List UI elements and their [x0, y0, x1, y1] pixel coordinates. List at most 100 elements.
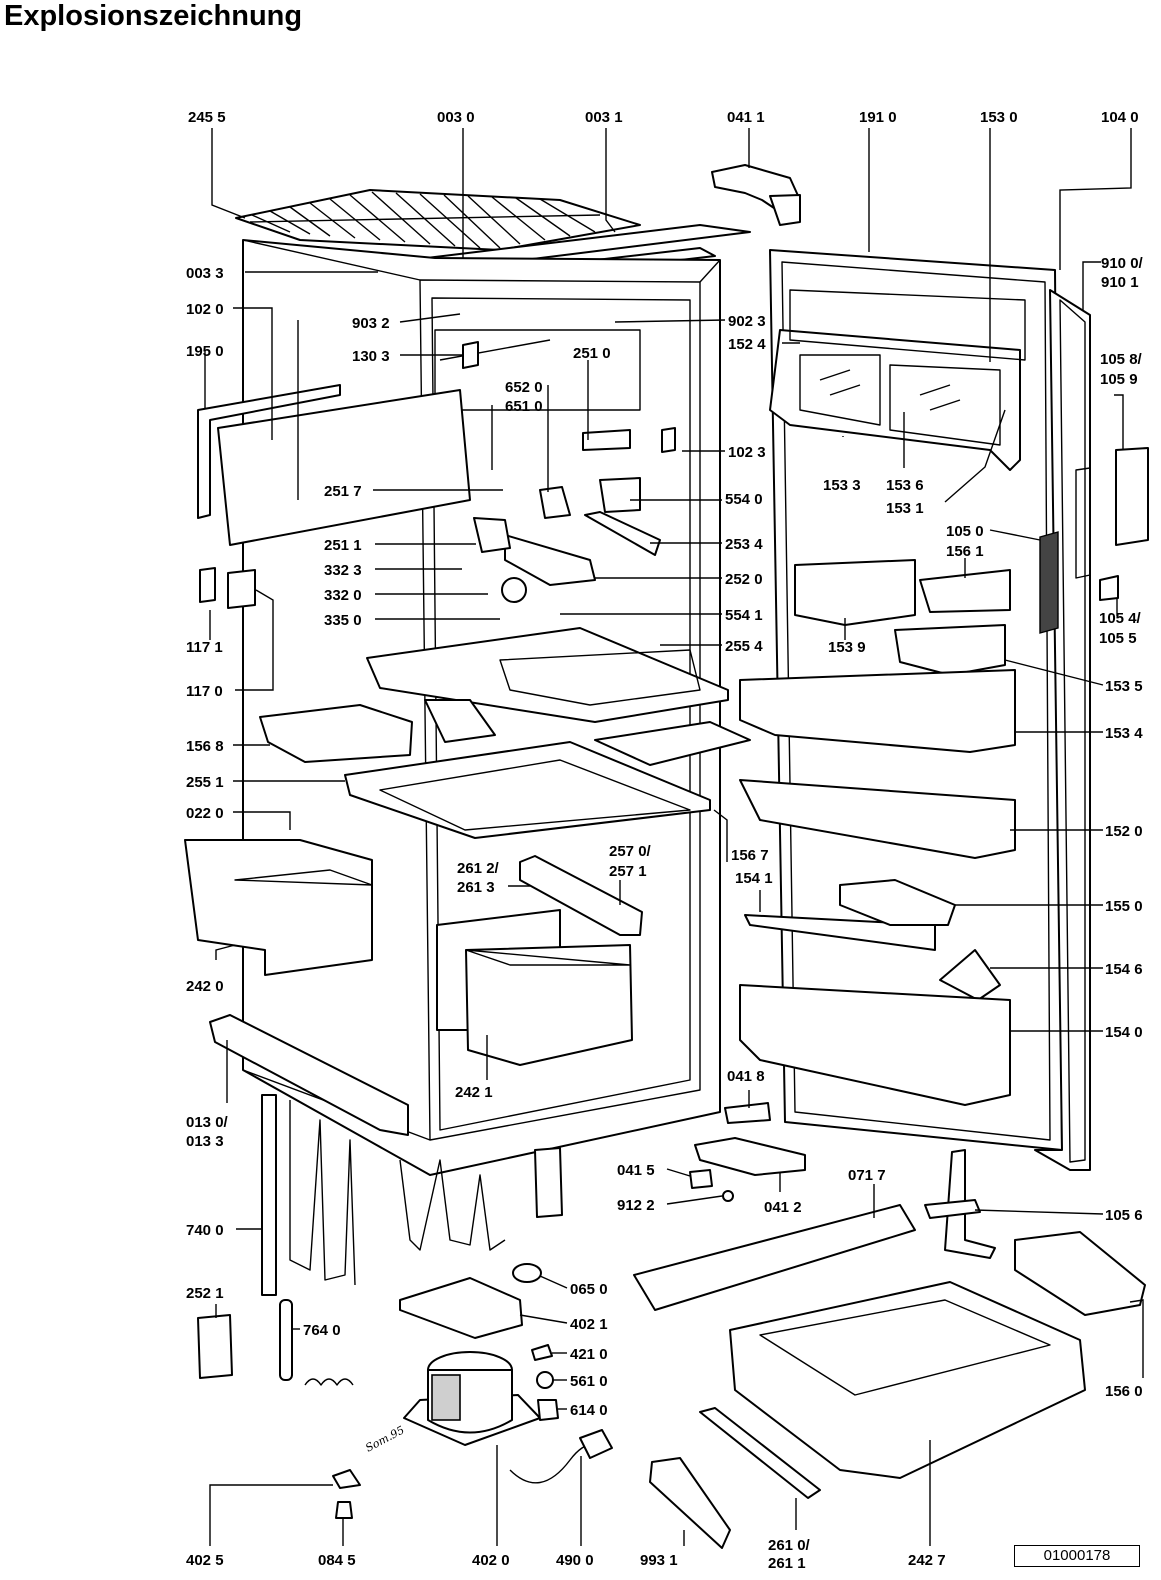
part-label: 153 9	[828, 639, 866, 656]
part-label: 105 5	[1099, 630, 1137, 647]
part-label: 153 0	[980, 109, 1018, 126]
bottle-holder	[939, 949, 1001, 1001]
part-label: 335 0	[324, 612, 362, 629]
part-label: 153 3	[823, 477, 861, 494]
part-label: 013 0/	[186, 1114, 229, 1131]
part-label: 561 0	[570, 1373, 608, 1390]
part-label: 152 0	[1105, 823, 1143, 840]
part-label: 154 6	[1105, 961, 1143, 978]
part-label: 105 8/	[1100, 351, 1143, 368]
part-label: 105 9	[1100, 371, 1138, 388]
part-label: 154 1	[735, 870, 773, 887]
part-label: 195 0	[186, 343, 224, 360]
part-label: 251 1	[324, 537, 362, 554]
part-label: 242 1	[455, 1084, 493, 1101]
part-label: 910 0/	[1101, 255, 1144, 272]
part-561-0	[536, 1371, 554, 1389]
label-130-3	[462, 341, 479, 369]
condenser	[261, 1094, 563, 1296]
part-label: 332 3	[324, 562, 362, 579]
part-label: 041 8	[727, 1068, 765, 1085]
part-label: 251 0	[573, 345, 611, 362]
part-label: 003 1	[585, 109, 623, 126]
part-label: 242 7	[908, 1552, 946, 1569]
part-label: 105 4/	[1099, 610, 1142, 627]
signature: Som.95	[363, 1423, 406, 1454]
document-number: 01000178	[1014, 1545, 1140, 1567]
control-unit	[599, 477, 641, 513]
part-label: 152 4	[728, 336, 766, 353]
part-label: 554 1	[725, 607, 763, 624]
part-label: 252 0	[725, 571, 763, 588]
base-plate	[924, 1199, 981, 1219]
door-shelves	[739, 559, 1016, 1106]
cover-rail	[519, 855, 643, 936]
ventilation-grille	[582, 429, 631, 451]
lamp-cover	[504, 534, 596, 586]
leader-lines	[204, 128, 1144, 1546]
part-label: 084 5	[318, 1552, 356, 1569]
compressor	[403, 1351, 541, 1446]
part-label: 261 3	[457, 879, 495, 896]
door-stop	[1099, 575, 1119, 601]
part-label: 652 0	[505, 379, 543, 396]
part-label: 993 1	[640, 1552, 678, 1569]
part-label: 153 1	[886, 500, 924, 517]
part-label: 257 0/	[609, 843, 652, 860]
part-label: 261 0/	[768, 1537, 811, 1554]
part-label: 105 6	[1105, 1207, 1143, 1224]
part-label: 910 1	[1101, 274, 1139, 291]
starter-relay	[537, 1399, 559, 1421]
thermostat-knob-bar	[584, 511, 661, 556]
hinge-cover	[724, 1102, 771, 1124]
part-label: 156 0	[1105, 1383, 1143, 1400]
part-label: 191 0	[859, 109, 897, 126]
part-label: 013 3	[186, 1133, 224, 1150]
part-label: 251 7	[324, 483, 362, 500]
lamp-bulb	[501, 577, 527, 603]
part-label: 104 0	[1101, 109, 1139, 126]
part-label: 153 5	[1105, 678, 1143, 695]
part-label: 105 0	[946, 523, 984, 540]
door-strip	[1039, 531, 1059, 634]
part-label: 041 5	[617, 1162, 655, 1179]
part-label: 117 0	[186, 683, 223, 700]
part-label: 156 8	[186, 738, 224, 755]
part-label: 253 4	[725, 536, 763, 553]
door-balcony-top	[769, 289, 1026, 471]
part-label: 102 0	[186, 301, 224, 318]
slide-rail	[699, 1407, 821, 1499]
part-label: 255 1	[186, 774, 224, 791]
side-block	[227, 569, 256, 609]
power-cord	[509, 1429, 613, 1484]
part-label: 041 1	[727, 109, 765, 126]
glass-shelf-lower	[344, 741, 711, 839]
freezer-drawer	[184, 839, 373, 976]
part-252-1	[197, 1314, 233, 1379]
part-label: 402 0	[472, 1552, 510, 1569]
scraper	[649, 1457, 731, 1549]
part-label: 003 0	[437, 109, 475, 126]
part-label: 154 0	[1105, 1024, 1143, 1041]
part-label: 245 5	[188, 109, 226, 126]
base-stand	[944, 1149, 996, 1259]
bottom-front-strip	[209, 1014, 409, 1136]
compressor-bracket	[399, 1277, 523, 1339]
part-label: 421 0	[570, 1346, 608, 1363]
part-label: 255 4	[725, 638, 763, 655]
ice-tray-drawer	[259, 704, 413, 763]
part-label: 153 4	[1105, 725, 1143, 742]
part-label: 003 3	[186, 265, 224, 282]
part-label: 022 0	[186, 805, 224, 822]
glass-shelf-upper	[366, 627, 729, 743]
part-label: 902 3	[728, 313, 766, 330]
bracket-102-3	[661, 427, 676, 453]
hinge-screw	[722, 1190, 734, 1202]
part-label: 903 2	[352, 315, 390, 332]
part-label: 065 0	[570, 1281, 608, 1298]
freezer-flap-frame	[197, 384, 341, 519]
mounting-clip	[332, 1469, 361, 1489]
part-label: 252 1	[186, 1285, 224, 1302]
page-title: Explosionszeichnung	[4, 0, 303, 32]
